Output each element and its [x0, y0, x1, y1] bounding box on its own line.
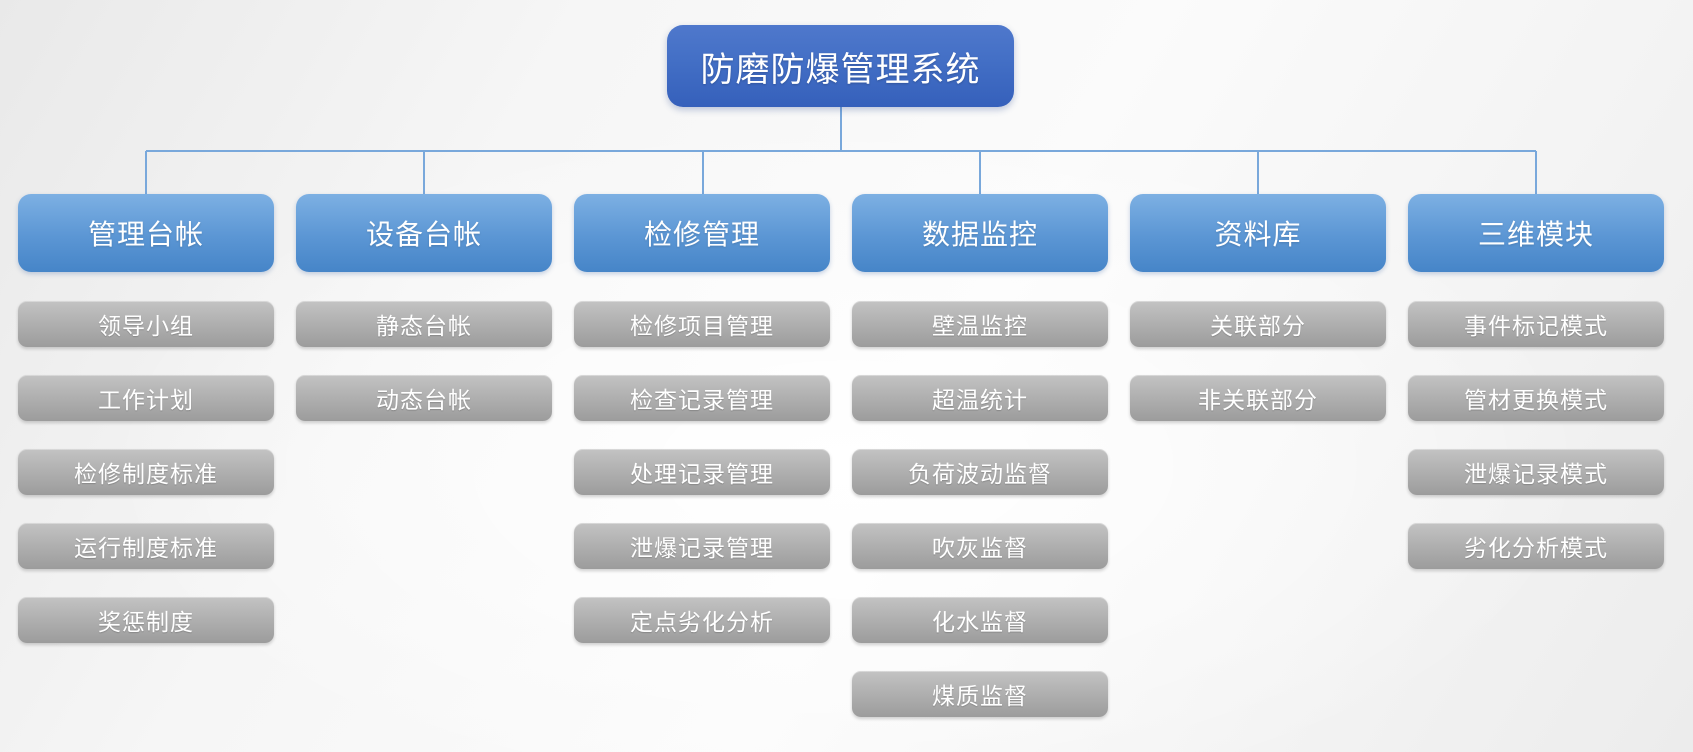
connector-drop [1535, 151, 1537, 194]
leaf-node: 煤质监督 [852, 671, 1108, 717]
leaf-node: 管材更换模式 [1408, 375, 1664, 421]
leaf-node: 奖惩制度 [18, 597, 274, 643]
leaf-node: 处理记录管理 [574, 449, 830, 495]
leaf-node: 定点劣化分析 [574, 597, 830, 643]
branch-management-ledger: 管理台帐 [18, 194, 274, 272]
connector-drop [979, 151, 981, 194]
leaf-node: 负荷波动监督 [852, 449, 1108, 495]
leaf-node: 事件标记模式 [1408, 301, 1664, 347]
leaf-node: 检修制度标准 [18, 449, 274, 495]
leaf-node: 运行制度标准 [18, 523, 274, 569]
leaf-node: 领导小组 [18, 301, 274, 347]
leaf-node: 超温统计 [852, 375, 1108, 421]
leaf-node: 泄爆记录模式 [1408, 449, 1664, 495]
leaf-node: 检查记录管理 [574, 375, 830, 421]
connector-drop [1257, 151, 1259, 194]
connector-root-stub [840, 107, 842, 151]
root-node: 防磨防爆管理系统 [667, 25, 1014, 107]
leaf-node: 检修项目管理 [574, 301, 830, 347]
connector-drop [145, 151, 147, 194]
branch-maintenance-management: 检修管理 [574, 194, 830, 272]
leaf-node: 吹灰监督 [852, 523, 1108, 569]
leaf-node: 壁温监控 [852, 301, 1108, 347]
branch-equipment-ledger: 设备台帐 [296, 194, 552, 272]
leaf-node: 工作计划 [18, 375, 274, 421]
leaf-node: 泄爆记录管理 [574, 523, 830, 569]
branch-data-monitoring: 数据监控 [852, 194, 1108, 272]
leaf-node: 动态台帐 [296, 375, 552, 421]
connector-rail [146, 150, 1536, 152]
leaf-node: 劣化分析模式 [1408, 523, 1664, 569]
branch-3d-module: 三维模块 [1408, 194, 1664, 272]
leaf-node: 静态台帐 [296, 301, 552, 347]
leaf-node: 关联部分 [1130, 301, 1386, 347]
leaf-node: 化水监督 [852, 597, 1108, 643]
branch-document-library: 资料库 [1130, 194, 1386, 272]
connector-drop [423, 151, 425, 194]
leaf-node: 非关联部分 [1130, 375, 1386, 421]
connector-drop [702, 151, 704, 194]
